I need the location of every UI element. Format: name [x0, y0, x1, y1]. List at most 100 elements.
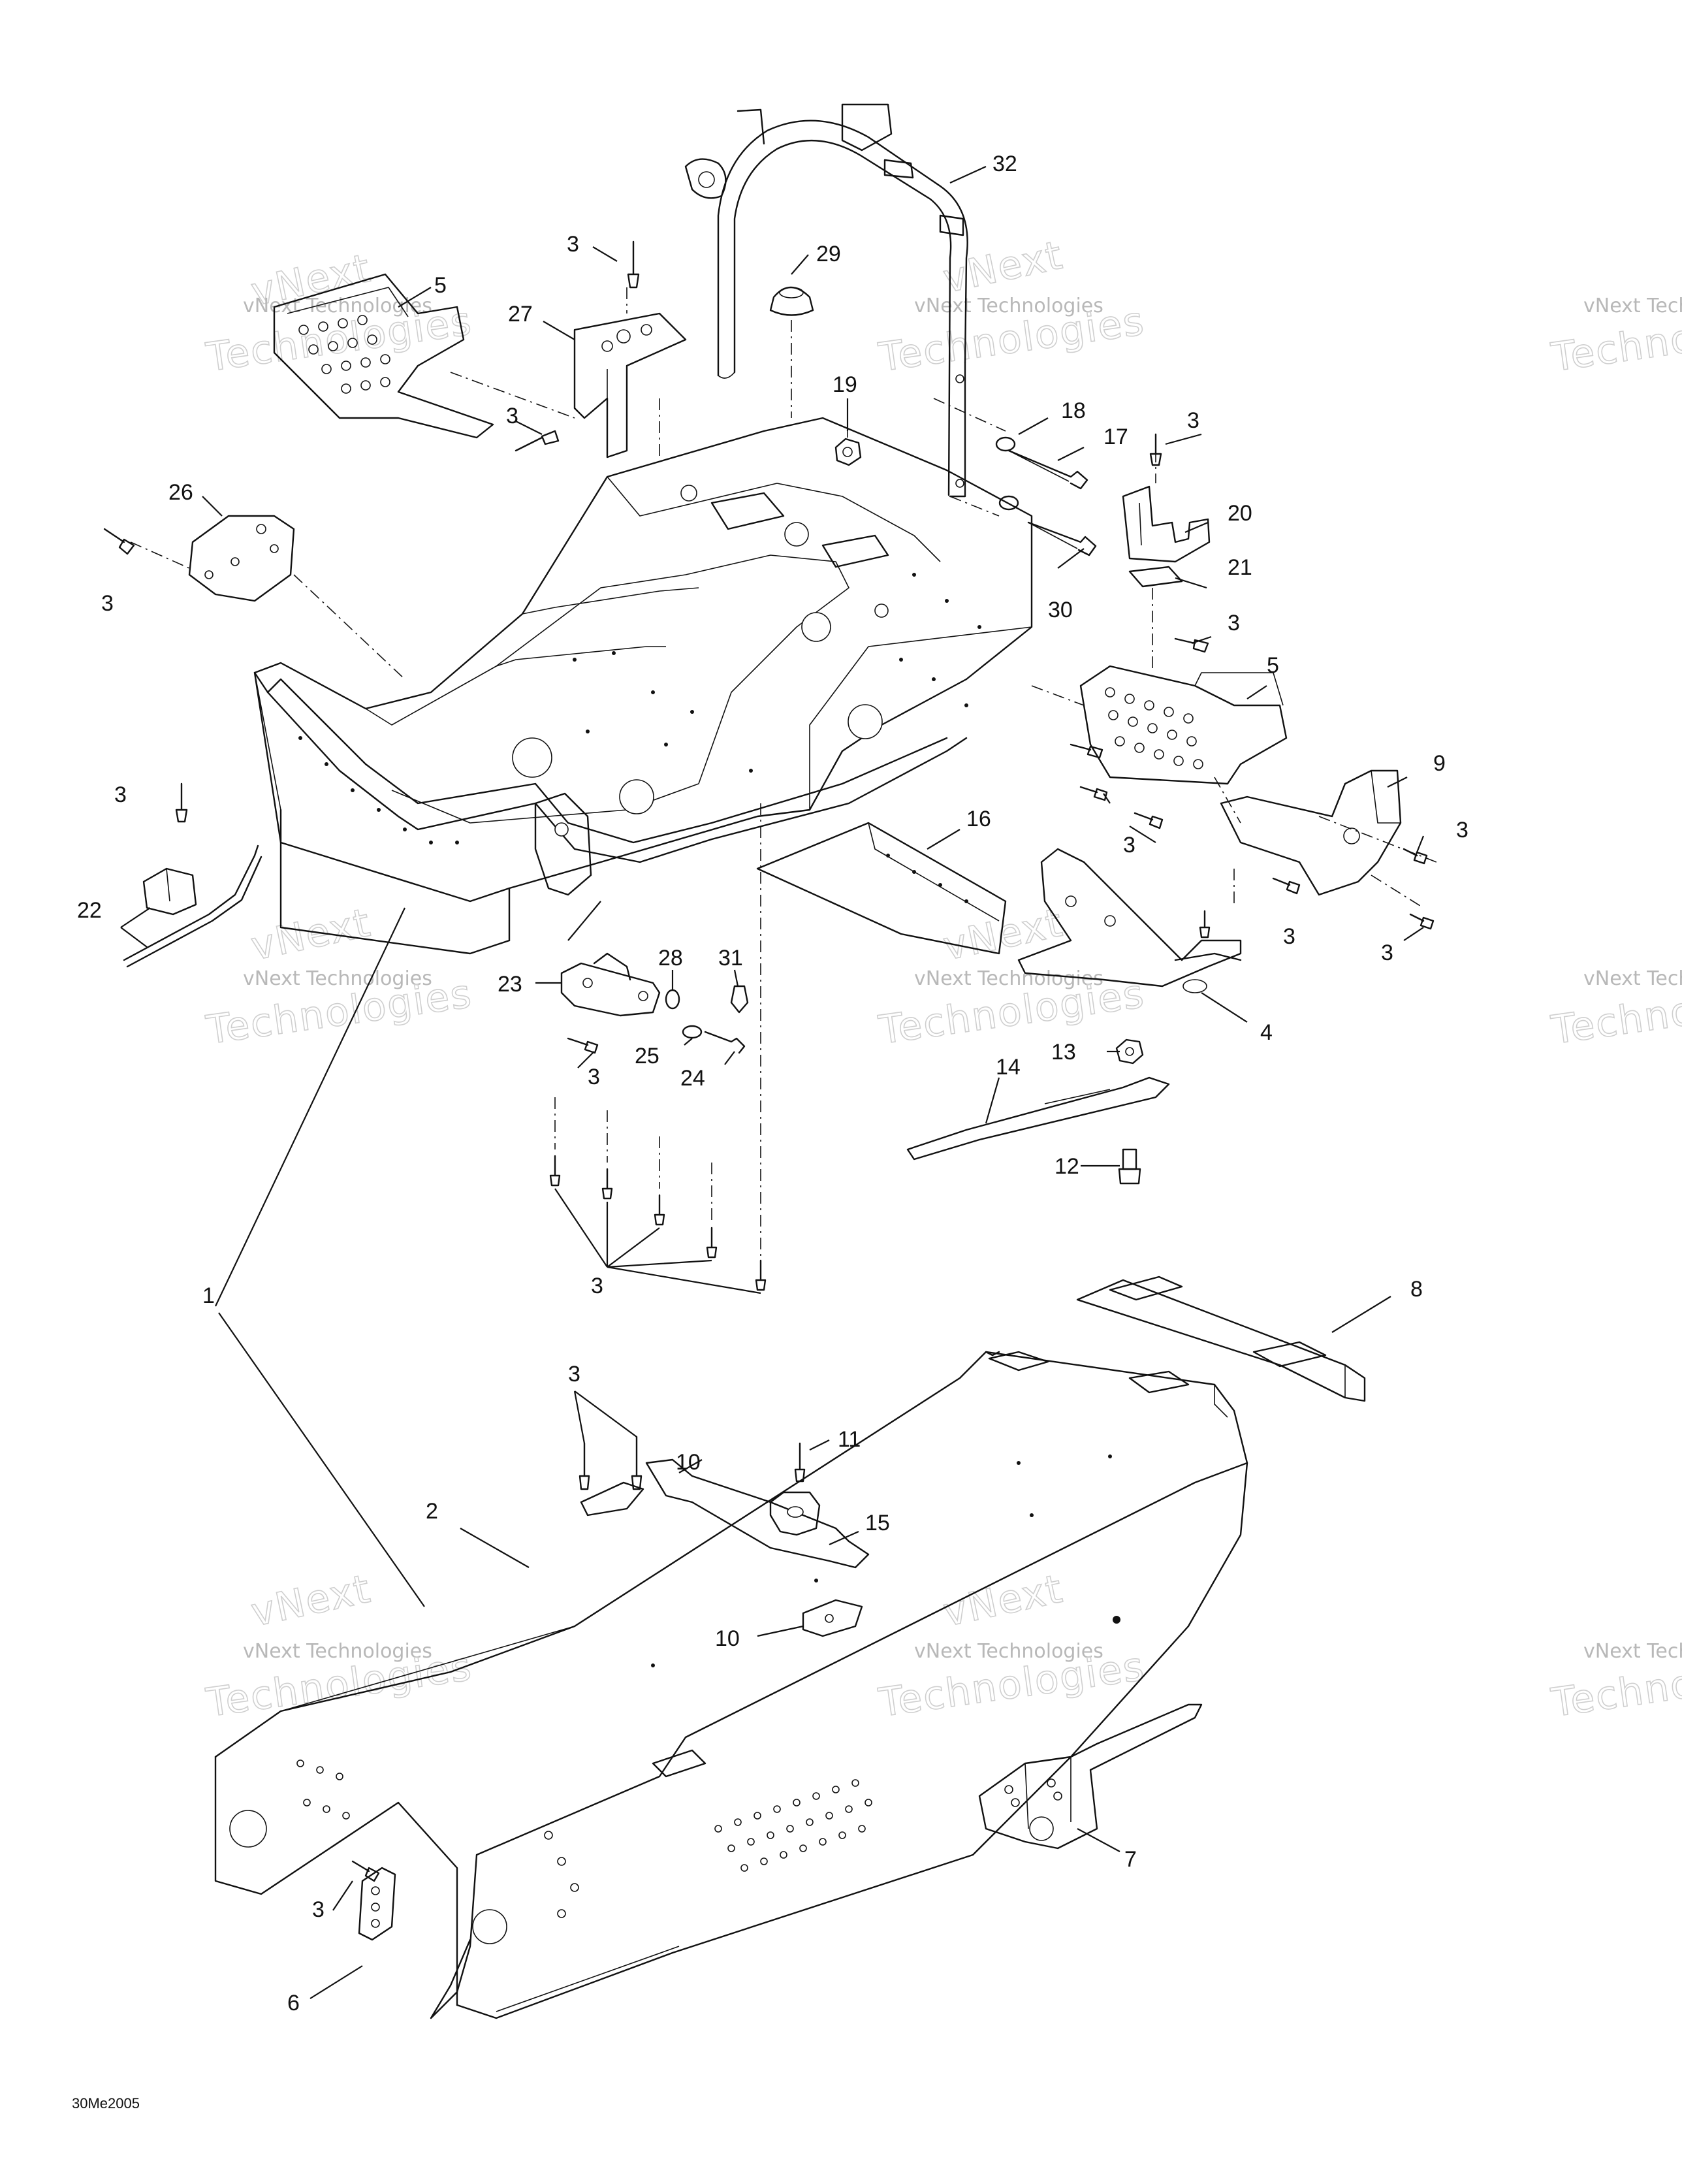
callout-3: 3 — [588, 1065, 600, 1089]
svg-text:vNext Technologies: vNext Technologies — [914, 1640, 1103, 1663]
part-30-bolt — [1027, 521, 1097, 556]
callout-2: 2 — [426, 1499, 438, 1524]
part-17-bolt — [1008, 449, 1088, 490]
callout-3: 3 — [1283, 924, 1295, 949]
callout-32: 32 — [992, 152, 1017, 176]
svg-text:vNext Technologies: vNext Technologies — [914, 967, 1103, 990]
callout-16: 16 — [966, 807, 991, 831]
callout-4: 4 — [1260, 1020, 1273, 1045]
part-13-nut — [1115, 1038, 1144, 1065]
callout-5: 5 — [1267, 653, 1279, 678]
callout-labels: 32 29 3 5 27 3 26 3 19 18 17 3 20 21 30 … — [77, 152, 1468, 2015]
svg-text:vNext: vNext — [247, 1566, 375, 1636]
part-32-handle-frame — [684, 103, 968, 498]
callout-9: 9 — [1433, 751, 1446, 776]
svg-text:vNext Technologies: vNext Technologies — [914, 295, 1103, 317]
callout-14: 14 — [996, 1055, 1021, 1080]
callout-25: 25 — [635, 1044, 659, 1068]
callout-1: 1 — [202, 1283, 215, 1308]
callout-27: 27 — [508, 302, 533, 327]
watermark-4: vNext vNext Technologies Technologies — [203, 899, 476, 1054]
callout-3: 3 — [506, 404, 518, 428]
callout-3: 3 — [591, 1274, 603, 1298]
part-4-footrest-bracket — [1017, 848, 1242, 993]
part-10-bracket-upper — [580, 1481, 644, 1517]
svg-text:vNext Technologies: vNext Technologies — [243, 1640, 432, 1663]
watermark-6: vNext Technologies Technologies — [1548, 967, 1682, 1054]
callout-24: 24 — [680, 1066, 705, 1091]
callout-3: 3 — [114, 782, 127, 807]
callout-26: 26 — [168, 480, 193, 505]
grille-holes-left — [298, 315, 390, 394]
part-26-plate — [130, 515, 405, 680]
callout-13: 13 — [1051, 1040, 1076, 1065]
callout-3: 3 — [1228, 611, 1240, 635]
svg-text:vNext: vNext — [940, 233, 1068, 302]
part-15-crossbar — [645, 1458, 870, 1569]
callout-3: 3 — [1381, 940, 1393, 965]
callout-3: 3 — [312, 1897, 325, 1922]
watermark-3: vNext Technologies Technologies — [1548, 295, 1682, 381]
watermark-1: vNext vNext Technologies Technologies — [203, 245, 476, 381]
svg-text:vNext Technologies: vNext Technologies — [1583, 967, 1682, 990]
callout-3: 3 — [1123, 833, 1135, 858]
callout-21: 21 — [1228, 555, 1252, 580]
chassis-rivets — [298, 573, 981, 844]
axis-part-20 — [1152, 451, 1156, 673]
callout-18: 18 — [1061, 398, 1086, 423]
watermark-2: vNext vNext Technologies Technologies — [876, 232, 1149, 381]
part-22-clip — [123, 844, 262, 968]
svg-text:vNext Technologies: vNext Technologies — [1583, 1640, 1682, 1663]
part-6-plate — [358, 1867, 396, 1941]
part-5-footrest-right — [1031, 665, 1288, 908]
callout-5: 5 — [434, 273, 447, 298]
part-29-grommet — [769, 286, 814, 418]
callout-3: 3 — [1187, 408, 1199, 433]
callout-3: 3 — [567, 232, 579, 257]
part-10-bracket-lower — [802, 1599, 863, 1637]
callout-22: 22 — [77, 898, 102, 923]
part-16-rail — [756, 822, 1007, 955]
part-14-strap — [906, 1076, 1170, 1161]
callout-23: 23 — [498, 972, 522, 997]
part-8-plate — [1076, 1276, 1366, 1402]
rail-rivets — [886, 854, 968, 903]
watermark-9: vNext Technologies Technologies — [1548, 1640, 1682, 1727]
callout-7: 7 — [1124, 1847, 1137, 1872]
axis-handle-bolts — [933, 398, 1006, 517]
callout-11: 11 — [838, 1427, 861, 1452]
part-31-nut — [730, 985, 749, 1014]
rivets-part-3 — [103, 240, 1435, 1882]
part-9-bracket — [1220, 769, 1437, 908]
callout-30: 30 — [1048, 598, 1073, 622]
tunnel-perforations — [296, 1759, 872, 1918]
svg-text:vNext: vNext — [940, 900, 1068, 970]
callout-31: 31 — [718, 946, 743, 971]
callout-19: 19 — [833, 372, 857, 397]
callout-8: 8 — [1410, 1277, 1423, 1302]
callout-3: 3 — [101, 591, 114, 616]
callout-3: 3 — [568, 1362, 580, 1387]
part-24-bolt — [704, 1031, 746, 1054]
part-28-washer — [665, 989, 680, 1010]
figure-code: 30Me2005 — [72, 2095, 140, 2112]
callout-29: 29 — [816, 242, 841, 266]
part-18-washer — [995, 436, 1019, 511]
leader-lines — [120, 165, 1425, 1999]
svg-text:vNext Technologies: vNext Technologies — [243, 967, 432, 990]
callout-20: 20 — [1228, 501, 1252, 526]
callout-3: 3 — [1456, 818, 1468, 843]
upper-chassis-frame — [253, 417, 1033, 955]
grille-holes-right — [1105, 687, 1203, 769]
part-21-plate — [1128, 566, 1183, 588]
part-2-tunnel — [214, 1351, 1248, 2019]
part-12-bolt — [1118, 1148, 1141, 1185]
svg-text:vNext: vNext — [247, 900, 375, 970]
callout-12: 12 — [1055, 1154, 1079, 1179]
part-23-hinge — [560, 952, 661, 1017]
callout-10: 10 — [676, 1450, 701, 1475]
part-27-bracket — [573, 287, 687, 458]
callout-15: 15 — [865, 1511, 890, 1535]
callout-6: 6 — [287, 1991, 300, 2015]
